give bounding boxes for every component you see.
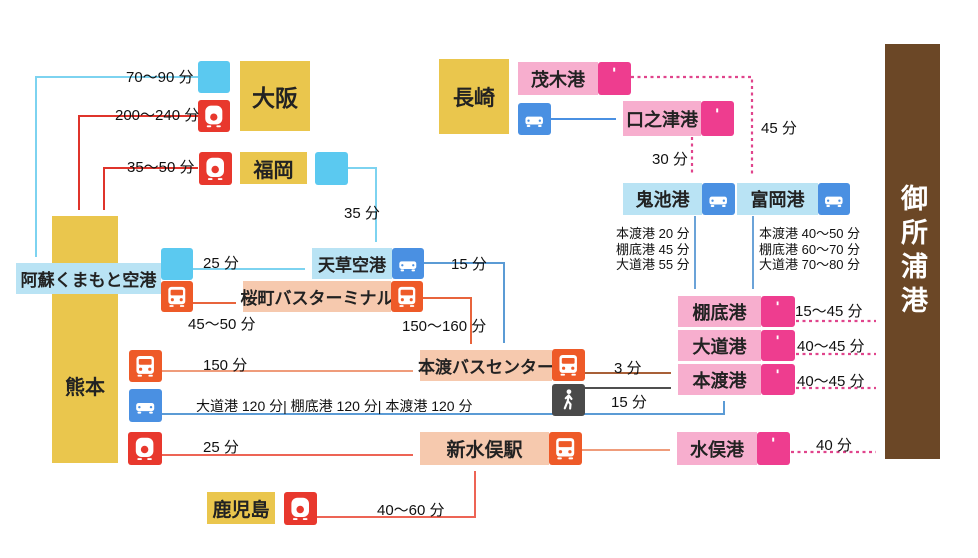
- drive-note-tomioka: 本渡港 40〜50 分 棚底港 60〜70 分 大道港 70〜80 分: [759, 226, 860, 273]
- duration-label: 大道港 120 分| 棚底港 120 分| 本渡港 120 分: [196, 398, 473, 414]
- edge-fukuoka-rail: [103, 167, 198, 210]
- node-osaka: 大阪: [240, 61, 310, 131]
- shinkansen-icon: [198, 100, 230, 132]
- drive-note-line: 大道港 55 分: [616, 257, 690, 272]
- node-aso-kumamoto-airport: 阿蘇くまもと空港: [16, 263, 161, 294]
- node-mogi-port: 茂木港: [518, 62, 598, 95]
- car-icon: [518, 103, 551, 135]
- drive-note-line: 本渡港 20 分: [616, 226, 690, 241]
- node-fukuoka: 福岡: [240, 152, 307, 184]
- ship-icon: [761, 296, 795, 327]
- bus-icon: [391, 281, 423, 312]
- node-kumamoto-label: 熊本: [65, 377, 105, 399]
- edge-kumamoto-car: [162, 401, 725, 415]
- bus-icon: [552, 349, 585, 381]
- node-amakusa-airport: 天草空港: [312, 248, 392, 279]
- edge-fukuoka-air: [348, 167, 377, 242]
- shinkansen-icon: [284, 492, 317, 525]
- node-oniike-port: 鬼池港: [623, 183, 702, 215]
- duration-label: 35〜50 分: [127, 159, 195, 176]
- node-goshoura-port: 御所浦港: [885, 44, 940, 459]
- car-icon: [129, 389, 162, 422]
- edge-kagoshima-rail: [317, 471, 476, 518]
- car-icon: [392, 248, 424, 279]
- airplane-icon: [198, 61, 230, 93]
- ship-icon: [701, 101, 734, 136]
- duration-label: 40〜45 分: [797, 373, 865, 390]
- duration-label: 15 分: [451, 256, 487, 273]
- car-icon: [702, 183, 735, 215]
- node-tomioka-port: 富岡港: [737, 183, 818, 215]
- drive-note-line: 棚底港 45 分: [616, 241, 690, 257]
- edge-mogi-ferry: [631, 75, 754, 175]
- car-icon: [818, 183, 850, 215]
- node-shin-minamata-station: 新水俣駅: [420, 432, 549, 465]
- ship-icon: [598, 62, 631, 95]
- bus-icon: [129, 350, 162, 382]
- edge-osaka-rail: [78, 115, 198, 210]
- duration-label: 200〜240 分: [115, 107, 200, 124]
- drive-note-line: 棚底港 60〜70 分: [759, 241, 861, 257]
- node-kagoshima: 鹿児島: [207, 492, 275, 524]
- duration-label: 25 分: [203, 439, 239, 456]
- duration-label: 70〜90 分: [126, 69, 194, 86]
- node-hondo-bus-center: 本渡バスセンター: [418, 350, 554, 381]
- node-kuchinotsu-port: 口之津港: [623, 101, 701, 136]
- node-kumamoto-bar: [52, 216, 118, 463]
- edge-sakuramachi-bus: [423, 297, 472, 344]
- airplane-icon: [315, 152, 348, 185]
- duration-label: 15〜45 分: [795, 303, 863, 320]
- node-daido-port: 大道港: [678, 330, 761, 361]
- node-hondo-port: 本渡港: [678, 364, 761, 395]
- duration-label: 15 分: [611, 394, 647, 411]
- duration-label: 3 分: [614, 360, 642, 377]
- ship-icon: [761, 330, 795, 361]
- bus-icon: [549, 432, 582, 465]
- node-sakuramachi-bus-terminal: 桜町バスターミナル: [241, 281, 394, 312]
- node-nagasaki: 長崎: [439, 59, 509, 134]
- edge-osaka-air: [35, 76, 198, 257]
- airplane-icon: [161, 248, 193, 280]
- duration-label: 25 分: [203, 255, 239, 272]
- duration-label: 30 分: [652, 151, 688, 168]
- shinkansen-icon: [199, 152, 232, 185]
- bus-icon: [161, 281, 193, 312]
- ship-icon: [761, 364, 795, 395]
- duration-label: 40 分: [816, 437, 852, 454]
- duration-label: 150〜160 分: [402, 318, 487, 335]
- node-minamata-port: 水俣港: [677, 432, 757, 465]
- node-tanasoko-port: 棚底港: [678, 296, 761, 327]
- duration-label: 45 分: [761, 120, 797, 137]
- shinkansen-icon: [128, 432, 162, 465]
- edge-amakusa-car: [424, 262, 505, 343]
- drive-note-line: 本渡港 40〜50 分: [759, 226, 861, 241]
- ship-icon: [757, 432, 790, 465]
- duration-label: 40〜45 分: [797, 338, 865, 355]
- duration-label: 40〜60 分: [377, 502, 445, 519]
- drive-note-line: 大道港 70〜80 分: [759, 257, 861, 272]
- duration-label: 45〜50 分: [188, 316, 256, 333]
- drive-note-oniike: 本渡港 20 分 棚底港 45 分 大道港 55 分: [616, 226, 690, 273]
- walk-icon: [552, 384, 585, 416]
- duration-label: 35 分: [344, 205, 380, 222]
- duration-label: 150 分: [203, 357, 248, 374]
